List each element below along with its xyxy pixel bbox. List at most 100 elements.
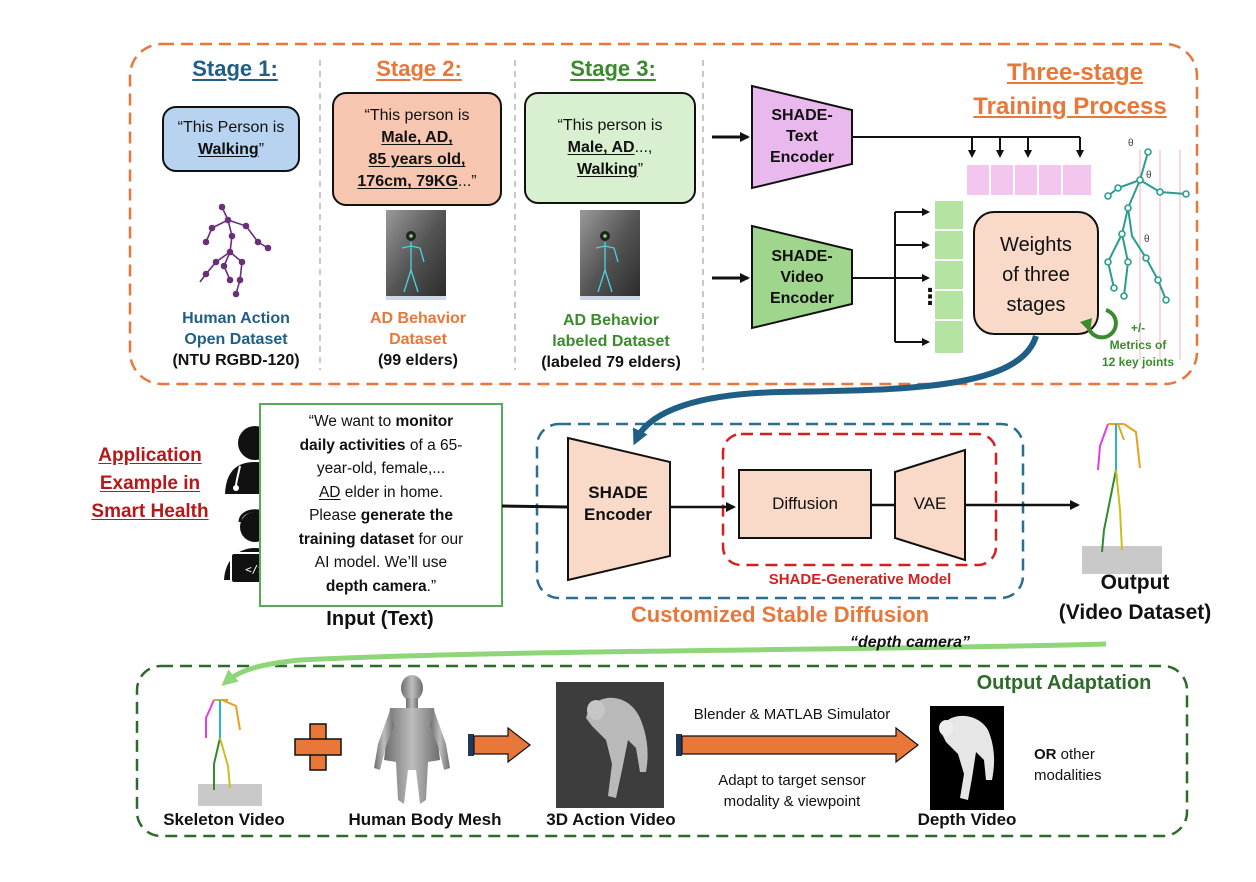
key-joint-skeleton	[1104, 148, 1190, 360]
video-encoder-line3: Encoder	[769, 290, 834, 307]
theta-label-3: θ	[1144, 234, 1150, 245]
input-l1-pre: “We want to	[308, 413, 396, 430]
diffusion-box	[738, 469, 872, 539]
stage2-quote-line4-tail: ...”	[457, 173, 477, 190]
stage1-quote-action: Walking	[197, 141, 259, 158]
training-title-line1: Three-stage	[1006, 59, 1144, 86]
input-l5-pre: Please	[309, 507, 361, 524]
theta-label-2: θ	[1146, 170, 1152, 181]
refresh-arrowhead	[1080, 318, 1092, 332]
stage3-quote-line1: “This person is	[557, 117, 663, 134]
video-encoder-line1: SHADE-	[771, 248, 833, 265]
stage2-quote-line4: 176cm, 79KG	[357, 173, 458, 190]
vae-label: VAE	[913, 494, 947, 513]
adapt-line2: modality & viewpoint	[723, 793, 861, 810]
vae-shape	[894, 448, 966, 562]
text-encoder-line1: SHADE-	[771, 107, 833, 124]
stage1-dataset-label: Human Action Open Dataset (NTU RGBD-120)	[146, 308, 326, 371]
text-token-row	[965, 163, 1093, 197]
weights-to-encoder-arrow	[632, 334, 1039, 446]
input-l4-post: elder in home.	[340, 483, 444, 501]
input-text-content: “We want to monitor daily activities of …	[262, 410, 500, 598]
depth-video-caption: Depth Video	[917, 810, 1017, 829]
stage2-quote-line2: Male, AD,	[381, 129, 453, 146]
input-l5-bold: generate the	[360, 507, 453, 524]
output-label: Output (Video Dataset)	[1040, 568, 1230, 628]
stage3-prompt-bubble: “This person is Male, AD..., Walking”	[524, 92, 696, 204]
text-encoder-line2: Text	[786, 128, 818, 145]
3d-action-frame	[556, 682, 664, 808]
customized-diffusion-label: Customized Stable Diffusion	[630, 602, 930, 627]
stage1-quote-pre: “This Person is	[177, 119, 285, 136]
stage2-quote-line3: 85 years old,	[368, 151, 466, 168]
ad-behavior-frame-stage3	[580, 210, 640, 300]
input-l6-post: for our	[414, 530, 464, 548]
generative-model-region	[721, 432, 998, 567]
stage2-dataset-line1: AD Behavior	[369, 310, 467, 327]
shade-encoder-label: SHADE Encoder	[568, 482, 668, 526]
video-encoder-label: SHADE- Video Encoder	[752, 246, 852, 309]
video-encoder-line2: Video	[780, 269, 824, 286]
stage3-dataset-label: AD Behavior labeled Dataset (labeled 79 …	[514, 310, 708, 373]
stage1-quote-post: ”	[258, 141, 265, 158]
ntu-skeleton-figure	[199, 203, 272, 298]
skeleton-video-caption: Skeleton Video	[163, 810, 285, 829]
refresh-arrow-icon	[1086, 308, 1118, 340]
stage1-dataset-line2: Open Dataset	[184, 331, 288, 348]
body-mesh-caption: Human Body Mesh	[348, 810, 502, 829]
metrics-line3: 12 key joints	[1101, 355, 1175, 369]
video-encoder-shape	[751, 224, 853, 330]
output-line1: Output	[1100, 571, 1170, 594]
stage1-dataset-sub: (NTU RGBD-120)	[172, 352, 300, 369]
action-video-caption: 3D Action Video	[546, 810, 676, 829]
input-l2-bold: daily activities	[299, 436, 406, 454]
application-label: Application Example in Smart Health	[70, 442, 230, 526]
weights-line3: stages	[1006, 294, 1066, 316]
weights-line1: Weights	[1000, 234, 1072, 256]
input-l1-bold: monitor	[395, 413, 454, 430]
training-title-line2: Training Process	[973, 93, 1167, 120]
or-line2: modalities	[1034, 767, 1102, 784]
input-l2-post: of a 65-	[405, 436, 463, 454]
ad-behavior-frame-stage2	[386, 210, 446, 300]
output-skeleton-figure	[1082, 423, 1162, 574]
mesh-to-3d-arrow	[468, 726, 531, 764]
or-bold: OR	[1034, 746, 1057, 763]
customized-diffusion-region	[535, 422, 1025, 600]
or-rest: other	[1056, 746, 1095, 763]
application-line1: Application	[98, 445, 202, 466]
input-l3: year-old, female,...	[316, 460, 446, 477]
adapt-label: Adapt to target sensor modality & viewpo…	[672, 770, 912, 812]
other-modalities-label: OR other modalities	[1034, 744, 1154, 786]
metrics-label: +/- Metrics of 12 key joints	[1082, 320, 1194, 371]
video-token-column	[933, 199, 965, 355]
stage2-dataset-label: AD Behavior Dataset (99 elders)	[328, 308, 508, 371]
output-adaptation-region	[135, 664, 1189, 838]
weights-box	[973, 211, 1099, 335]
text-encoder-line3: Encoder	[769, 149, 834, 166]
stage1-title: Stage 1:	[192, 56, 278, 81]
shade-encoder-shape	[567, 436, 671, 582]
output-adaptation-title: Output Adaptation	[976, 672, 1152, 694]
stage2-prompt-bubble: “This person is Male, AD, 85 years old, …	[332, 92, 502, 206]
application-line3: Smart Health	[91, 501, 209, 522]
input-l7: AI model. We’ll use	[314, 554, 448, 571]
stage2-dataset-sub: (99 elders)	[377, 352, 459, 369]
input-l6-bold: training dataset	[298, 530, 415, 548]
human-body-mesh	[374, 675, 450, 804]
adapt-line1: Adapt to target sensor	[718, 772, 866, 789]
video-embedding-arrows	[852, 208, 930, 346]
input-l4-ad: AD	[318, 483, 341, 501]
stage1-dataset-line1: Human Action	[182, 310, 290, 327]
stage3-quote-line3: Walking	[576, 161, 638, 178]
video-token-ellipsis: ⋮	[919, 284, 941, 309]
theta-label-1: θ	[1128, 138, 1134, 149]
stage3-dataset-line2: labeled Dataset	[552, 333, 670, 350]
arrow-input-to-encoder	[501, 504, 569, 509]
text-encoder-shape	[751, 84, 853, 190]
generative-model-label: SHADE-Generative Model	[768, 571, 952, 588]
shade-encoder-line2: Encoder	[583, 505, 653, 524]
application-line2: Example in	[99, 473, 201, 494]
stage3-quote-line3-tail: ”	[637, 161, 644, 178]
stage2-title: Stage 2:	[376, 56, 462, 81]
